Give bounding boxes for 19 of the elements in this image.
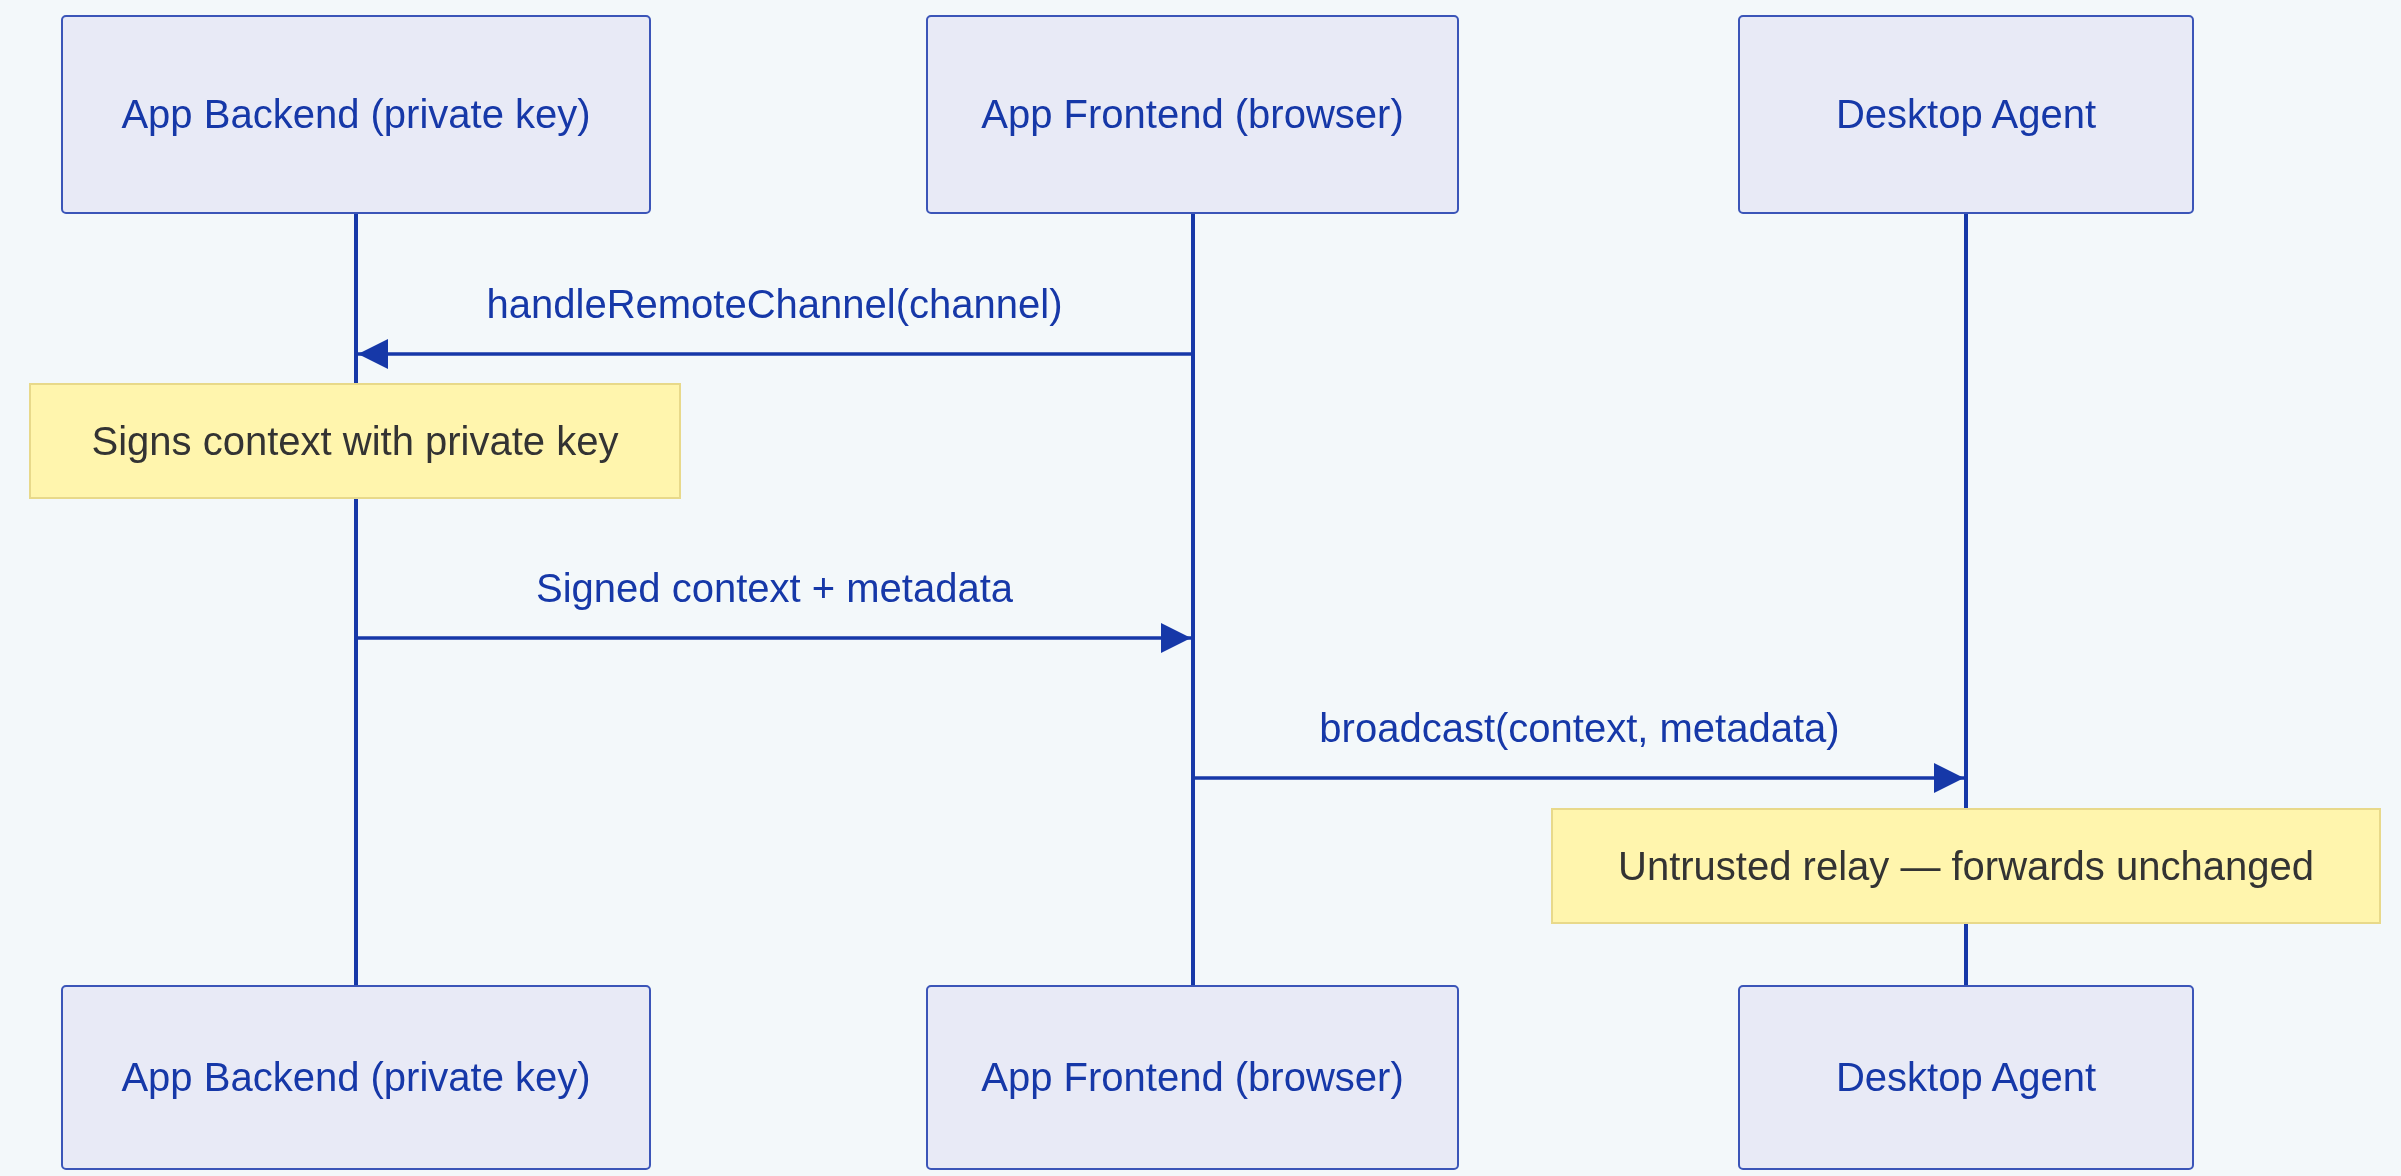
- message-arrow: [358, 339, 1191, 369]
- participant-box: App Backend (private key): [61, 15, 651, 214]
- participant-box: App Backend (private key): [61, 985, 651, 1170]
- participant-box: App Frontend (browser): [926, 985, 1459, 1170]
- lifeline: [1964, 214, 1968, 808]
- message-arrow: [1195, 763, 1964, 793]
- note-box: Untrusted relay — forwards unchanged: [1551, 808, 2381, 924]
- lifeline: [1964, 924, 1968, 985]
- participant-box: Desktop Agent: [1738, 985, 2194, 1170]
- message-arrow: [358, 623, 1191, 653]
- lifeline: [1191, 214, 1195, 985]
- lifeline: [354, 214, 358, 383]
- participant-box: Desktop Agent: [1738, 15, 2194, 214]
- lifeline: [354, 499, 358, 985]
- edge-label: broadcast(context, metadata): [1319, 706, 1840, 751]
- edge-label: Signed context + metadata: [536, 566, 1013, 611]
- note-box: Signs context with private key: [29, 383, 681, 499]
- edge-label: handleRemoteChannel(channel): [486, 282, 1063, 327]
- participant-box: App Frontend (browser): [926, 15, 1459, 214]
